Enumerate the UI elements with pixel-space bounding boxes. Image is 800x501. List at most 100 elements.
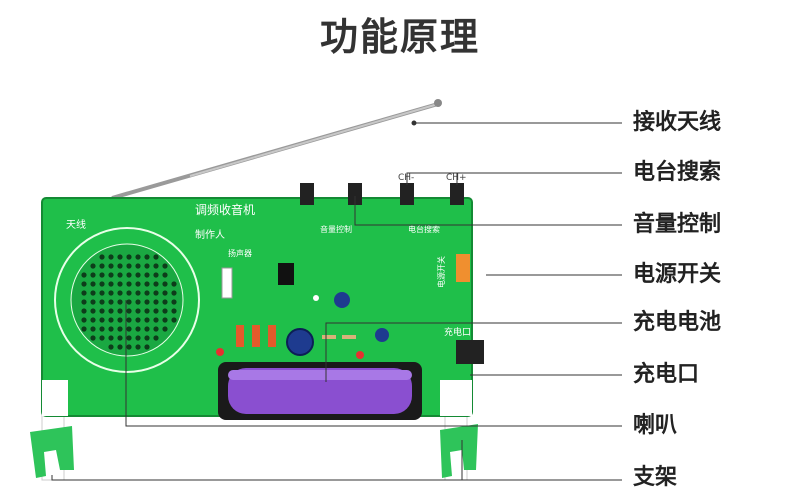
- speaker-hole: [108, 254, 114, 260]
- speaker-hole: [126, 299, 132, 305]
- speaker-hole: [117, 335, 123, 341]
- speaker-hole: [90, 272, 96, 278]
- speaker-hole: [144, 290, 150, 296]
- speaker-hole: [144, 254, 150, 260]
- speaker-hole: [90, 308, 96, 314]
- speaker-hole: [108, 272, 114, 278]
- tactile-buttons: [300, 183, 464, 205]
- speaker-hole: [162, 290, 168, 296]
- speaker-hole: [108, 326, 114, 332]
- silk-maker: 制作人: [195, 228, 225, 241]
- speaker-hole: [126, 290, 132, 296]
- speaker-hole: [108, 344, 114, 350]
- silk-title: 调频收音机: [195, 202, 255, 217]
- speaker-hole: [81, 272, 87, 278]
- speaker-hole: [126, 263, 132, 269]
- speaker-hole: [153, 263, 159, 269]
- speaker: [54, 227, 200, 373]
- speaker-hole: [144, 263, 150, 269]
- callout-power-switch: 电源开关: [633, 262, 722, 287]
- speaker-hole: [99, 317, 105, 323]
- speaker-hole: [99, 263, 105, 269]
- silk-charge: 充电口: [444, 326, 471, 338]
- silk-speaker: 扬声器: [228, 248, 252, 258]
- speaker-hole: [126, 344, 132, 350]
- speaker-hole: [171, 290, 177, 296]
- speaker-hole: [126, 272, 132, 278]
- speaker-hole: [117, 326, 123, 332]
- speaker-hole: [108, 335, 114, 341]
- speaker-hole: [117, 254, 123, 260]
- speaker-hole: [144, 344, 150, 350]
- speaker-hole: [99, 290, 105, 296]
- speaker-hole: [117, 317, 123, 323]
- speaker-hole: [99, 281, 105, 287]
- speaker-hole: [117, 299, 123, 305]
- speaker-hole: [171, 308, 177, 314]
- speaker-hole: [117, 344, 123, 350]
- speaker-hole: [81, 326, 87, 332]
- speaker-hole: [135, 290, 141, 296]
- speaker-hole: [99, 326, 105, 332]
- speaker-hole: [99, 335, 105, 341]
- callout-speaker: 喇叭: [633, 413, 678, 438]
- speaker-hole: [162, 326, 168, 332]
- speaker-hole: [108, 299, 114, 305]
- page-title: 功能原理: [319, 15, 480, 59]
- battery: [218, 362, 422, 420]
- speaker-hole: [90, 281, 96, 287]
- speaker-hole: [135, 326, 141, 332]
- speaker-hole: [144, 299, 150, 305]
- speaker-hole: [153, 281, 159, 287]
- speaker-hole: [171, 281, 177, 287]
- speaker-hole: [171, 317, 177, 323]
- speaker-hole: [135, 254, 141, 260]
- speaker-hole: [153, 290, 159, 296]
- speaker-hole: [162, 263, 168, 269]
- speaker-hole: [90, 290, 96, 296]
- speaker-hole: [81, 308, 87, 314]
- speaker-hole: [144, 335, 150, 341]
- speaker-hole: [117, 272, 123, 278]
- antenna: [111, 99, 442, 200]
- silk-ch-plus: CH+: [446, 173, 467, 183]
- speaker-hole: [90, 299, 96, 305]
- speaker-hole: [135, 263, 141, 269]
- speaker-hole: [99, 299, 105, 305]
- speaker-hole: [108, 290, 114, 296]
- silk-search: 电台搜索: [408, 224, 440, 234]
- speaker-hole: [108, 317, 114, 323]
- callout-charging-port: 充电口: [633, 362, 700, 387]
- speaker-hole: [135, 335, 141, 341]
- speaker-hole: [135, 308, 141, 314]
- speaker-hole: [153, 299, 159, 305]
- speaker-hole: [108, 263, 114, 269]
- speaker-hole: [144, 326, 150, 332]
- speaker-hole: [126, 308, 132, 314]
- callout-stand: 支架: [633, 465, 678, 490]
- speaker-hole: [153, 317, 159, 323]
- components: [216, 254, 484, 364]
- speaker-hole: [81, 299, 87, 305]
- speaker-hole: [126, 326, 132, 332]
- callout-rechargeable-battery: 充电电池: [633, 310, 722, 335]
- speaker-hole: [126, 281, 132, 287]
- speaker-hole: [126, 335, 132, 341]
- speaker-hole: [117, 281, 123, 287]
- speaker-hole: [90, 326, 96, 332]
- speaker-hole: [81, 281, 87, 287]
- speaker-hole: [90, 317, 96, 323]
- speaker-hole: [135, 344, 141, 350]
- speaker-hole: [117, 263, 123, 269]
- silk-power: 电源开关: [436, 256, 446, 288]
- speaker-hole: [144, 281, 150, 287]
- silk-antenna: 天线: [66, 218, 86, 231]
- speaker-hole: [144, 317, 150, 323]
- callout-antenna: 接收天线: [633, 110, 722, 135]
- speaker-hole: [162, 281, 168, 287]
- speaker-hole: [144, 272, 150, 278]
- speaker-hole: [135, 272, 141, 278]
- speaker-hole: [81, 290, 87, 296]
- speaker-hole: [99, 254, 105, 260]
